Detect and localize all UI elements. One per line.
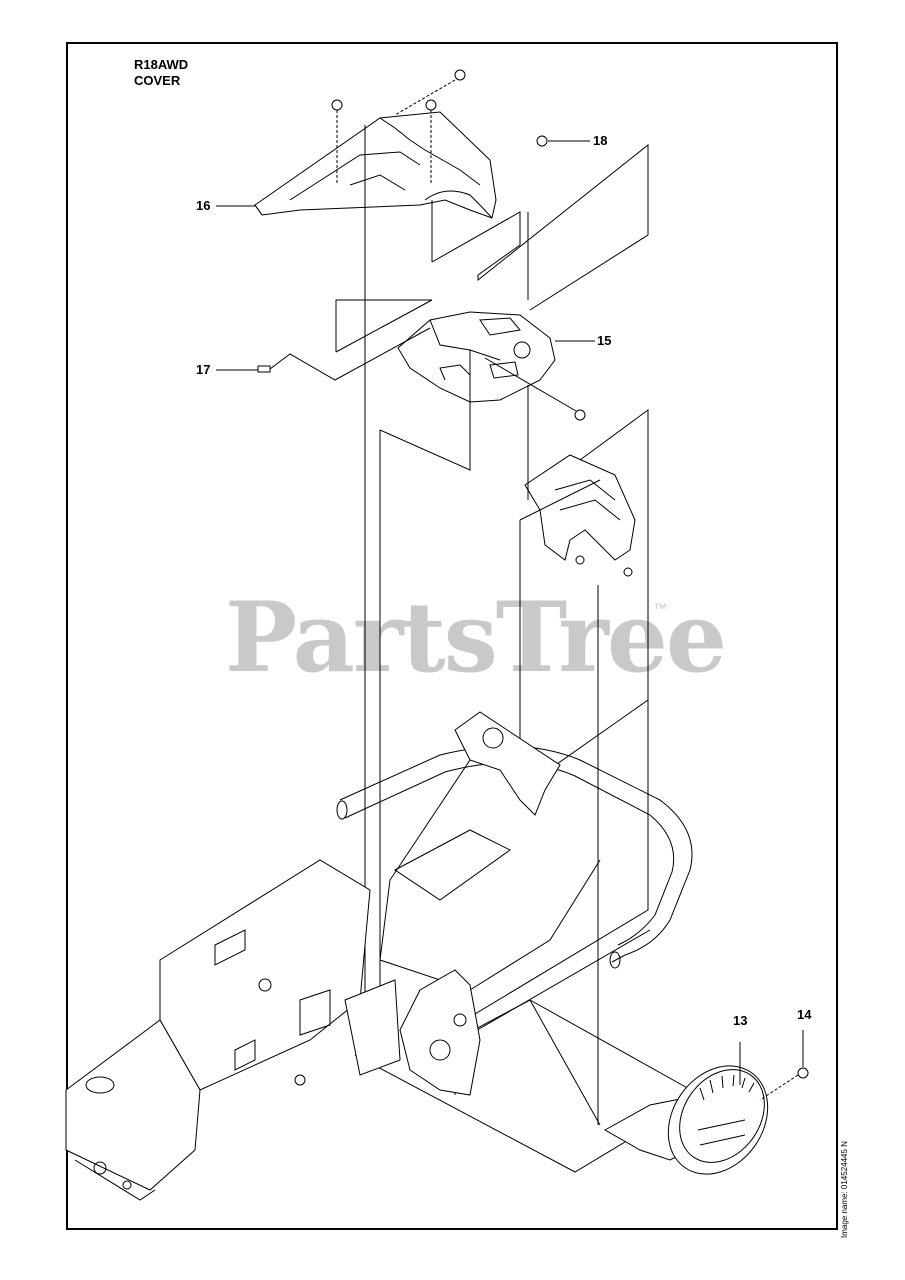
chassis-frame xyxy=(65,711,601,1201)
section-name: COVER xyxy=(134,73,181,88)
part-14-nut[interactable] xyxy=(759,1030,809,1101)
callout-14: 14 xyxy=(797,1007,812,1022)
explosion-lines xyxy=(335,125,701,1173)
callout-17: 17 xyxy=(196,362,211,377)
model-name: R18AWD xyxy=(134,57,189,72)
part-16-screw-middle[interactable] xyxy=(425,99,437,185)
watermark-text: PartsTree xyxy=(225,581,727,694)
watermark-trademark: ™ xyxy=(653,600,667,616)
part-16-screw-left[interactable] xyxy=(331,99,343,185)
callout-leaders xyxy=(216,205,595,371)
part-16-top-cover[interactable] xyxy=(254,111,497,219)
part-15-screw[interactable] xyxy=(484,357,586,421)
callout-15: 15 xyxy=(597,333,612,348)
diagram-frame xyxy=(66,42,838,1230)
callout-18: 18 xyxy=(593,133,608,148)
part-15-lower-cover[interactable] xyxy=(397,311,556,403)
diagram-title: R18AWD COVER xyxy=(134,57,188,89)
part-17-clip[interactable] xyxy=(257,327,431,381)
part-18-screw[interactable] xyxy=(536,135,590,147)
part-13-dial[interactable] xyxy=(603,1042,788,1193)
callout-13: 13 xyxy=(733,1013,748,1028)
pivot-bracket xyxy=(344,969,481,1096)
bracket-shield[interactable] xyxy=(524,454,636,577)
image-name-label: Image name: 014524445 N xyxy=(840,1141,849,1238)
callout-16: 16 xyxy=(196,198,211,213)
part-16-screw-top[interactable] xyxy=(394,69,466,116)
